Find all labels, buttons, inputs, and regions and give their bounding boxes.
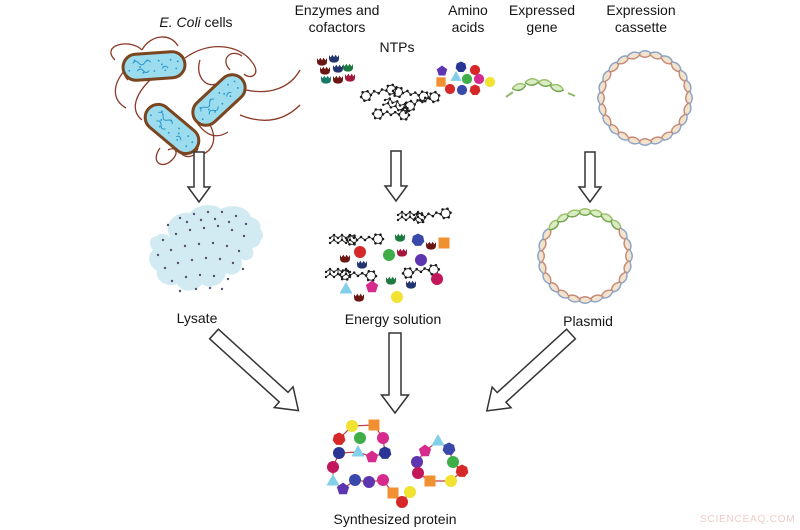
label-expressed-gene: Expressed gene — [508, 2, 576, 35]
converging-arrows — [208, 328, 577, 415]
lysate-speckles — [156, 210, 248, 293]
label-plasmid: Plasmid — [563, 313, 613, 329]
energy-solution-mixture — [324, 206, 454, 303]
row1-arrows — [186, 150, 603, 204]
label-lysate: Lysate — [176, 310, 218, 326]
ntps-molecules — [358, 82, 443, 123]
amino-acids-cluster — [436, 61, 496, 96]
ecoli-cells-illustration — [110, 36, 301, 165]
label-ecoli-cells: E. Coli cells — [159, 14, 232, 31]
label-energy-solution: Energy solution — [344, 311, 442, 327]
expressed-gene-helix — [505, 77, 576, 98]
expression-cassette-ring — [596, 49, 694, 147]
plasmid-ring — [536, 207, 634, 305]
watermark: SCIENCEAQ.COM — [700, 514, 796, 525]
label-synthesized-protein: Synthesized protein — [333, 511, 457, 527]
label-enzymes-cofactors: Enzymes and cofactors — [294, 2, 380, 35]
label-ntps: NTPs — [379, 39, 415, 55]
enzymes-cofactors-cluster — [317, 54, 355, 84]
label-expression-cassette: Expression cassette — [606, 2, 676, 35]
lysate-blob — [149, 205, 264, 293]
label-amino-acids: Amino acids — [448, 2, 488, 35]
synthesized-protein-chain — [326, 419, 469, 508]
label-ecoli-italic: E. Coli — [159, 14, 201, 30]
label-ecoli-rest: cells — [200, 14, 233, 30]
